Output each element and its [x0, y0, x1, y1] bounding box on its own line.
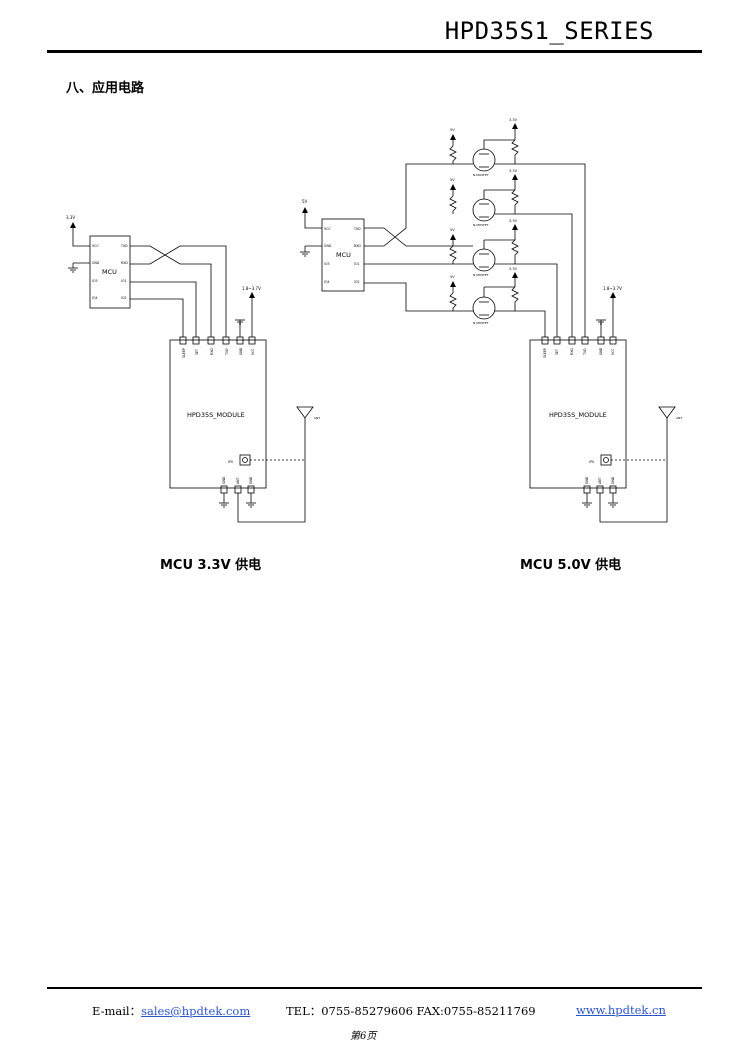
svg-text:3.3V: 3.3V	[509, 169, 518, 173]
header-rule	[47, 50, 702, 53]
svg-text:GND: GND	[324, 244, 332, 248]
application-circuit-figures: 3.3V MCU VCC GND IO3 IO4 TXD RXD IO1 IO2…	[66, 118, 682, 523]
svg-text:N-MOSFET: N-MOSFET	[473, 173, 489, 177]
svg-text:MCU: MCU	[336, 251, 351, 259]
right-circuit-caption: MCU 5.0V 供电	[520, 558, 622, 573]
svg-text:VCC: VCC	[251, 348, 255, 355]
svg-text:GND: GND	[611, 476, 615, 484]
svg-text:IO2: IO2	[354, 280, 359, 284]
svg-text:3.3V: 3.3V	[509, 219, 518, 223]
left-supply-label: 3.3V	[66, 215, 75, 220]
right-antenna-label: ANT	[676, 416, 682, 420]
footer-email: E-mail：sales@hpdtek.com	[92, 1003, 250, 1019]
svg-text:TXD: TXD	[120, 244, 128, 248]
svg-text:GND: GND	[92, 261, 100, 265]
svg-text:IO1: IO1	[121, 279, 126, 283]
svg-text:5V: 5V	[302, 199, 308, 204]
svg-text:IO3: IO3	[324, 262, 329, 266]
svg-text:N-MOSFET: N-MOSFET	[473, 321, 489, 325]
svg-text:IO3: IO3	[92, 279, 97, 283]
svg-text:5V: 5V	[450, 275, 455, 279]
svg-text:GND: GND	[599, 347, 603, 355]
svg-text:VCC: VCC	[92, 244, 99, 248]
svg-text:ANT: ANT	[598, 477, 602, 484]
svg-text:RXD: RXD	[570, 348, 574, 355]
left-circuit: 3.3V MCU VCC GND IO3 IO4 TXD RXD IO1 IO2…	[66, 215, 320, 523]
svg-text:3.3V: 3.3V	[509, 267, 518, 271]
svg-text:GND: GND	[222, 476, 226, 484]
svg-text:IO1: IO1	[354, 262, 359, 266]
svg-text:TXD: TXD	[225, 348, 229, 356]
svg-text:TXD: TXD	[583, 348, 587, 356]
page-number: 第6页	[350, 1031, 377, 1042]
svg-text:3.3V: 3.3V	[509, 118, 518, 122]
svg-text:SLEEP: SLEEP	[182, 348, 186, 358]
right-module-label: HPD35S_MODULE	[549, 411, 607, 419]
right-module	[529, 339, 627, 489]
left-vcc-label: 1.8~3.7V	[242, 286, 261, 291]
right-mcu-chip	[321, 218, 365, 292]
left-mcu-label: MCU	[102, 268, 117, 276]
left-module	[169, 339, 267, 489]
svg-text:IPX: IPX	[589, 460, 595, 464]
section-heading: 八、应用电路	[66, 81, 145, 96]
svg-text:RXD: RXD	[354, 244, 361, 248]
website-link[interactable]: www.hpdtek.cn	[576, 1003, 666, 1017]
svg-text:RXD: RXD	[210, 348, 214, 355]
svg-text:ANT: ANT	[236, 477, 240, 484]
left-mcu-chip	[89, 235, 131, 309]
svg-text:IPX: IPX	[228, 460, 234, 464]
svg-text:IO4: IO4	[324, 280, 329, 284]
document-title: HPD35S1_SERIES	[444, 17, 654, 45]
right-circuit: 5V MCU VCC GND IO3 IO4 TXD RXD IO1 IO2 5…	[300, 118, 682, 523]
svg-text:TXD: TXD	[353, 227, 361, 231]
email-link[interactable]: sales@hpdtek.com	[141, 1004, 251, 1018]
svg-text:N-MOSFET: N-MOSFET	[473, 273, 489, 277]
left-antenna-label: ANT	[314, 416, 320, 420]
left-module-label: HPD35S_MODULE	[187, 411, 245, 419]
footer-rule	[47, 987, 702, 989]
svg-text:5V: 5V	[450, 228, 455, 232]
footer-phone: TEL：0755-85279606 FAX:0755-85211769	[286, 1004, 536, 1018]
left-circuit-caption: MCU 3.3V 供电	[160, 558, 262, 573]
svg-text:5V: 5V	[450, 128, 455, 132]
svg-text:N-MOSFET: N-MOSFET	[473, 223, 489, 227]
svg-text:GND: GND	[239, 347, 243, 355]
svg-text:SET: SET	[555, 349, 559, 355]
svg-text:SET: SET	[195, 349, 199, 355]
svg-text:5V: 5V	[450, 178, 455, 182]
svg-text:IO4: IO4	[92, 296, 97, 300]
svg-text:1.8~3.7V: 1.8~3.7V	[603, 286, 622, 291]
svg-text:GND: GND	[585, 476, 589, 484]
svg-text:IO2: IO2	[121, 296, 126, 300]
svg-text:RXD: RXD	[121, 261, 128, 265]
svg-text:VCC: VCC	[611, 348, 615, 355]
svg-text:SLEEP: SLEEP	[543, 348, 547, 358]
svg-text:GND: GND	[249, 476, 253, 484]
svg-text:VCC: VCC	[324, 227, 331, 231]
footer-email-prefix: E-mail：	[92, 1004, 142, 1018]
